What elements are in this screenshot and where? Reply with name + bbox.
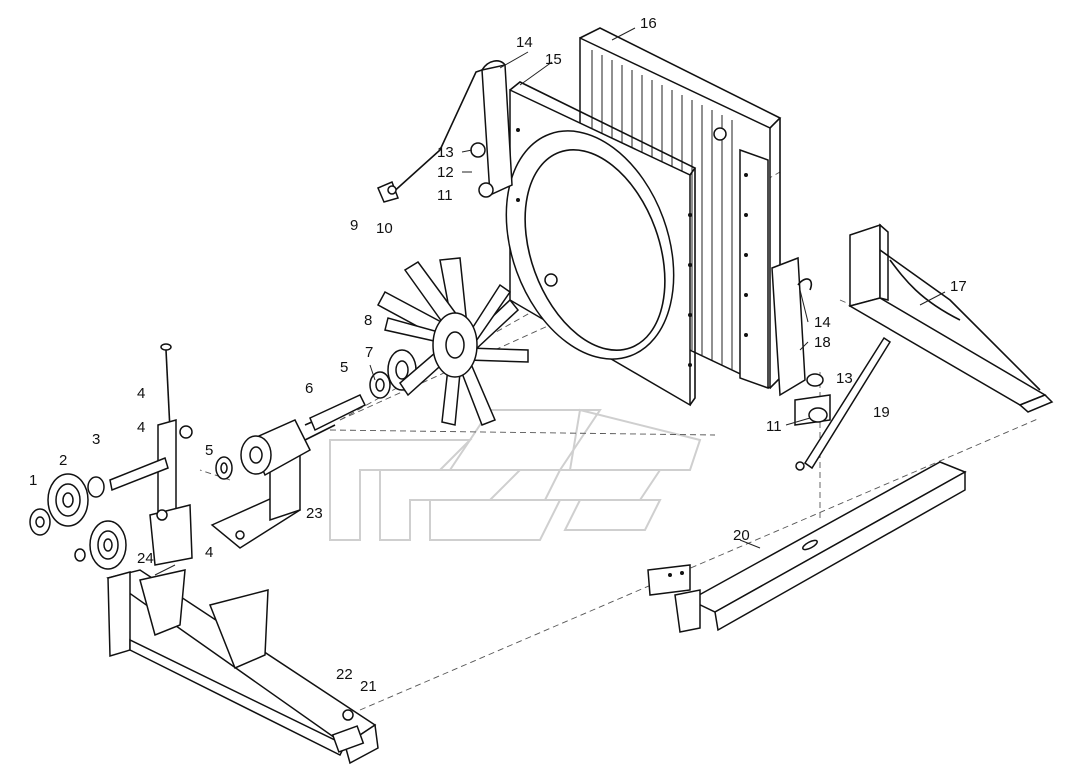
callout-6: 6	[305, 380, 313, 397]
callout-5-left: 5	[205, 442, 213, 459]
callout-2: 2	[59, 452, 67, 469]
pulley-assembly	[29, 456, 233, 570]
lower-bracket	[771, 256, 831, 426]
callout-13-lower: 13	[836, 370, 853, 387]
callout-11-upper: 11	[437, 187, 453, 204]
callout-14-upper: 14	[516, 34, 533, 51]
callout-4-base: 4	[205, 544, 213, 561]
upper-stay-rod	[377, 69, 483, 203]
callout-21: 21	[360, 678, 377, 695]
watermark-logo	[329, 408, 702, 541]
leader-lines	[154, 27, 946, 576]
callout-labels: 1 2 3 4 4 4 5 5 6 7 8 9 10 11 11 12 13 1…	[29, 15, 967, 695]
callout-22: 22	[336, 666, 353, 683]
callout-14-lower: 14	[814, 314, 831, 331]
callout-24: 24	[137, 550, 154, 567]
bottom-right-crossmember	[647, 461, 967, 633]
callout-1: 1	[29, 472, 37, 489]
callout-4-arm: 4	[137, 419, 145, 436]
callout-20: 20	[733, 527, 750, 544]
bottom-left-crossmember	[106, 569, 379, 765]
callout-9: 9	[350, 217, 358, 234]
callout-18: 18	[814, 334, 831, 351]
engine-mount	[210, 454, 301, 549]
lower-stay-rod	[795, 336, 892, 471]
shaft-housing	[240, 394, 367, 477]
fan-blades	[376, 257, 529, 426]
callout-8: 8	[364, 312, 372, 329]
fan-shroud	[505, 81, 697, 407]
callout-11-lower: 11	[766, 418, 782, 435]
callout-17: 17	[950, 278, 967, 295]
callout-15: 15	[545, 51, 562, 68]
right-support-frame	[848, 223, 1054, 413]
tensioner-arm	[149, 343, 193, 566]
callout-7: 7	[365, 344, 373, 361]
callout-23: 23	[306, 505, 323, 522]
callout-4-bolt: 4	[137, 385, 145, 402]
callout-10: 10	[376, 220, 393, 237]
callout-12: 12	[437, 164, 454, 181]
callout-19: 19	[873, 404, 890, 421]
callout-13-upper: 13	[437, 144, 454, 161]
callout-5-right: 5	[340, 359, 348, 376]
upper-bracket	[470, 60, 513, 198]
callout-16: 16	[640, 15, 657, 32]
callout-3: 3	[92, 431, 100, 448]
